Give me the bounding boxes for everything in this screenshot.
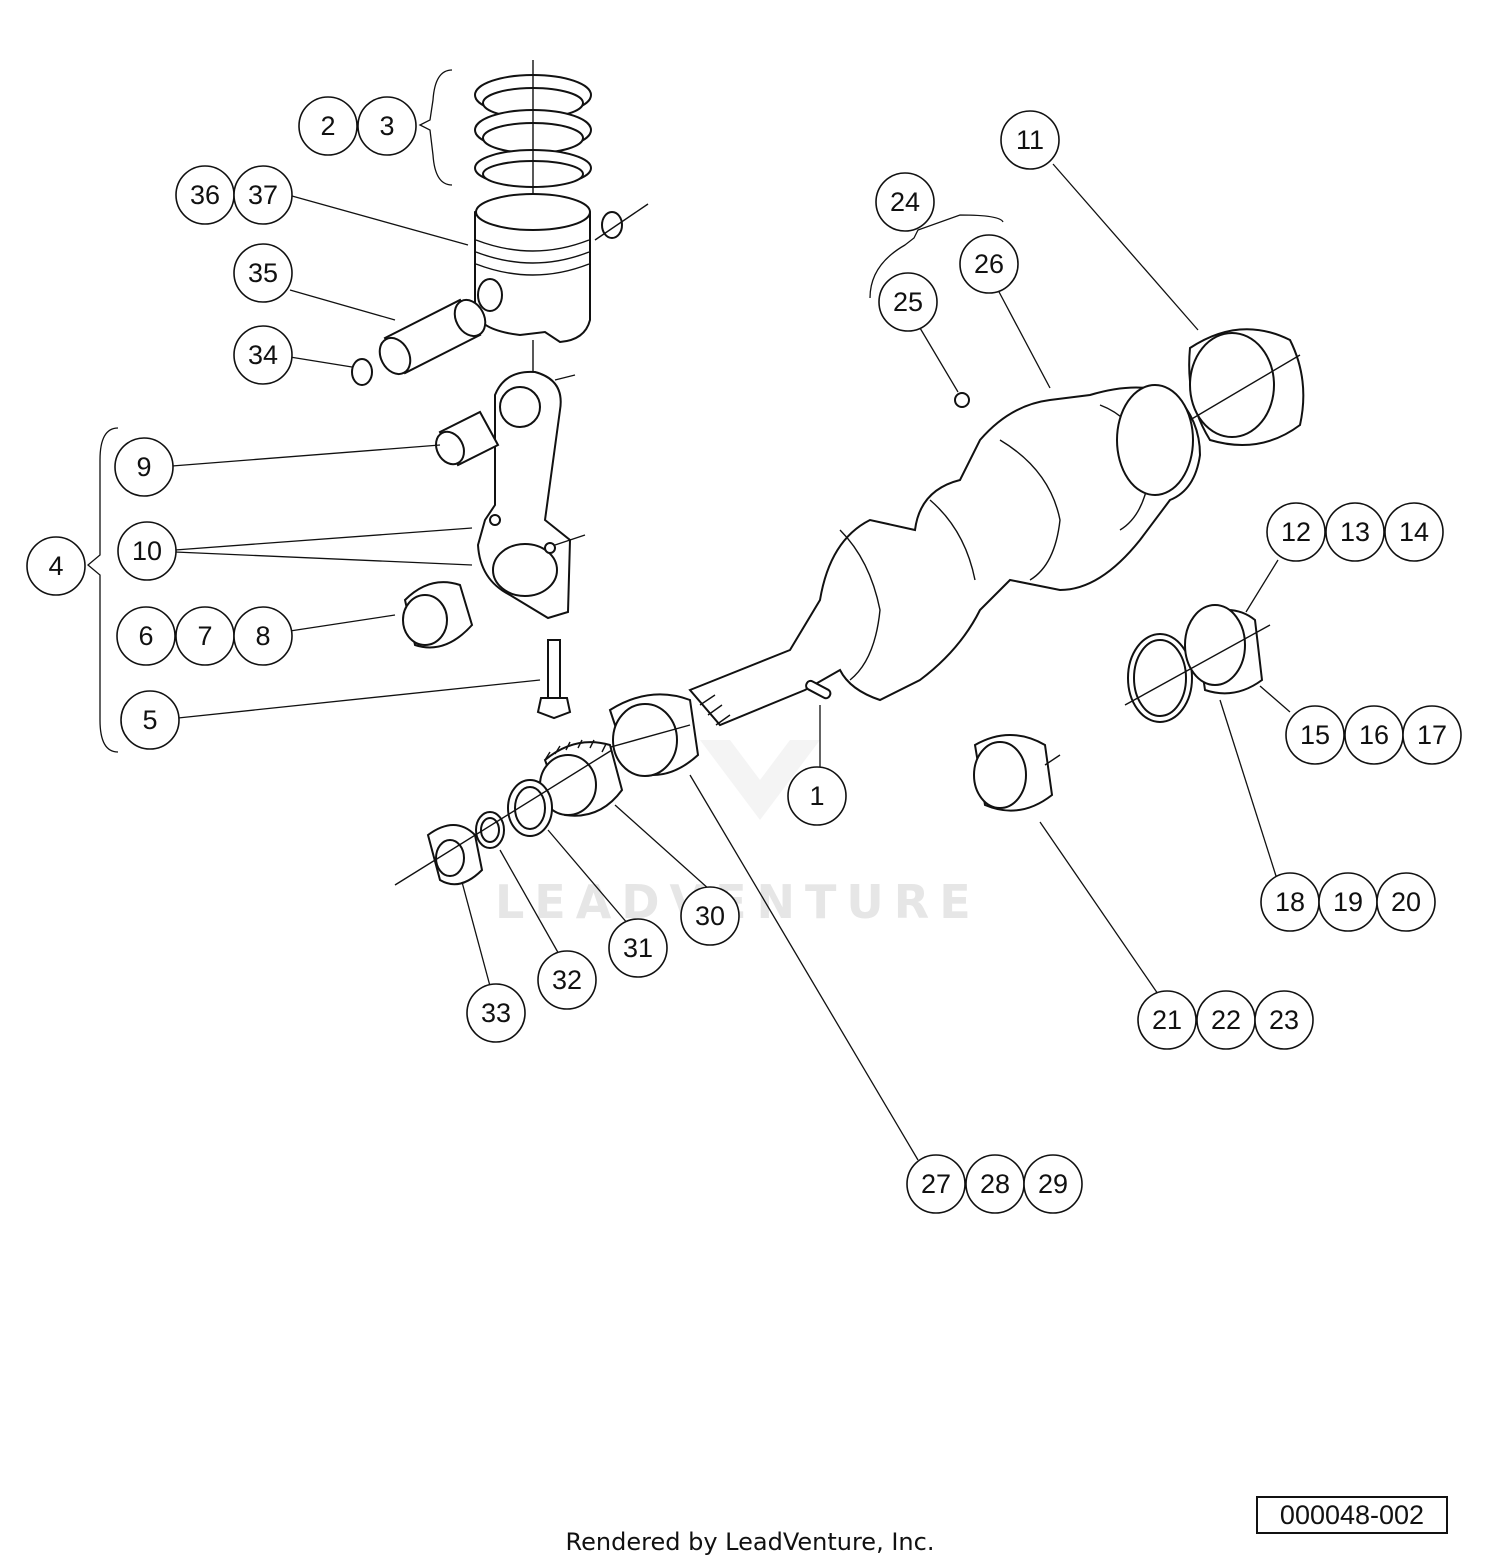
svg-text:7: 7 — [197, 621, 212, 651]
callout-1[interactable]: 1 — [787, 766, 847, 826]
thrust-washers — [475, 779, 553, 849]
callout-21[interactable]: 21 — [1137, 990, 1197, 1050]
svg-text:16: 16 — [1359, 720, 1389, 750]
main-bearing — [973, 734, 1061, 812]
callout-17[interactable]: 17 — [1402, 705, 1462, 765]
leader-lines — [171, 163, 1291, 1161]
svg-text:31: 31 — [623, 933, 653, 963]
svg-text:33: 33 — [481, 998, 511, 1028]
callout-36[interactable]: 36 — [175, 165, 235, 225]
callout-14[interactable]: 14 — [1384, 502, 1444, 562]
crankshaft — [688, 384, 1202, 727]
callout-31[interactable]: 31 — [608, 918, 668, 978]
svg-text:14: 14 — [1399, 517, 1429, 547]
watermark-logo — [700, 740, 820, 820]
callout-23[interactable]: 23 — [1254, 990, 1314, 1050]
svg-text:23: 23 — [1269, 1005, 1299, 1035]
svg-text:21: 21 — [1152, 1005, 1182, 1035]
callout-28[interactable]: 28 — [965, 1154, 1025, 1214]
callout-20[interactable]: 20 — [1376, 872, 1436, 932]
callout-8[interactable]: 8 — [233, 606, 293, 666]
callout-19[interactable]: 19 — [1318, 872, 1378, 932]
piston — [474, 193, 591, 344]
svg-text:10: 10 — [132, 536, 162, 566]
svg-text:32: 32 — [552, 965, 582, 995]
svg-text:29: 29 — [1038, 1169, 1068, 1199]
callout-4[interactable]: 4 — [26, 536, 86, 596]
plug-ball — [954, 392, 970, 408]
callout-32[interactable]: 32 — [537, 950, 597, 1010]
svg-text:2: 2 — [320, 111, 335, 141]
svg-text:25: 25 — [893, 287, 923, 317]
callout-3[interactable]: 3 — [357, 96, 417, 156]
credit-text: Rendered by LeadVenture, Inc. — [565, 1528, 935, 1556]
svg-text:17: 17 — [1417, 720, 1447, 750]
callout-5[interactable]: 5 — [120, 690, 180, 750]
callout-6[interactable]: 6 — [116, 606, 176, 666]
callout-16[interactable]: 16 — [1344, 705, 1404, 765]
callout-7[interactable]: 7 — [175, 606, 235, 666]
callout-33[interactable]: 33 — [466, 983, 526, 1043]
svg-text:19: 19 — [1333, 887, 1363, 917]
svg-text:4: 4 — [48, 551, 63, 581]
svg-text:6: 6 — [138, 621, 153, 651]
svg-text:37: 37 — [248, 180, 278, 210]
callout-12[interactable]: 12 — [1266, 502, 1326, 562]
callout-25[interactable]: 25 — [878, 272, 938, 332]
crank-collar — [394, 749, 613, 886]
callout-24[interactable]: 24 — [875, 172, 935, 232]
piston-rings — [474, 60, 592, 215]
callout-35[interactable]: 35 — [233, 243, 293, 303]
callout-26[interactable]: 26 — [959, 234, 1019, 294]
callout-37[interactable]: 37 — [233, 165, 293, 225]
svg-text:20: 20 — [1391, 887, 1421, 917]
callout-11[interactable]: 11 — [1000, 110, 1060, 170]
main-bearing-large — [1188, 328, 1305, 446]
svg-text:3: 3 — [379, 111, 394, 141]
crank-gear — [539, 739, 624, 817]
rod-bearing — [402, 581, 474, 649]
thrust-bearing-set — [1124, 604, 1271, 723]
svg-text:24: 24 — [890, 187, 920, 217]
callout-30[interactable]: 30 — [680, 886, 740, 946]
callout-2[interactable]: 2 — [298, 96, 358, 156]
callout-18[interactable]: 18 — [1260, 872, 1320, 932]
callout-22[interactable]: 22 — [1196, 990, 1256, 1050]
svg-text:28: 28 — [980, 1169, 1010, 1199]
svg-text:13: 13 — [1340, 517, 1370, 547]
front-bearing — [599, 693, 700, 777]
svg-text:8: 8 — [255, 621, 270, 651]
svg-text:15: 15 — [1300, 720, 1330, 750]
callout-10[interactable]: 10 — [117, 521, 177, 581]
callout-27[interactable]: 27 — [906, 1154, 966, 1214]
rod-bolt — [536, 639, 572, 720]
svg-text:1: 1 — [809, 781, 824, 811]
connecting-rod — [476, 340, 586, 620]
svg-text:5: 5 — [142, 705, 157, 735]
svg-text:26: 26 — [974, 249, 1004, 279]
piston-pin — [378, 298, 487, 376]
callout-34[interactable]: 34 — [233, 325, 293, 385]
svg-text:12: 12 — [1281, 517, 1311, 547]
group-braces — [86, 69, 1004, 753]
small-end-bushing — [435, 410, 500, 467]
svg-text:22: 22 — [1211, 1005, 1241, 1035]
callout-15[interactable]: 15 — [1285, 705, 1345, 765]
woodruff-key — [805, 679, 832, 700]
svg-text:27: 27 — [921, 1169, 951, 1199]
piston-pin-clips — [351, 203, 649, 386]
svg-text:34: 34 — [248, 340, 278, 370]
callout-13[interactable]: 13 — [1325, 502, 1385, 562]
svg-text:18: 18 — [1275, 887, 1305, 917]
svg-text:9: 9 — [136, 452, 151, 482]
svg-text:30: 30 — [695, 901, 725, 931]
diagram-id-label: 000048-002 — [1256, 1496, 1448, 1534]
callout-29[interactable]: 29 — [1023, 1154, 1083, 1214]
svg-text:36: 36 — [190, 180, 220, 210]
svg-text:11: 11 — [1016, 125, 1044, 155]
callout-9[interactable]: 9 — [114, 437, 174, 497]
svg-text:35: 35 — [248, 258, 278, 288]
